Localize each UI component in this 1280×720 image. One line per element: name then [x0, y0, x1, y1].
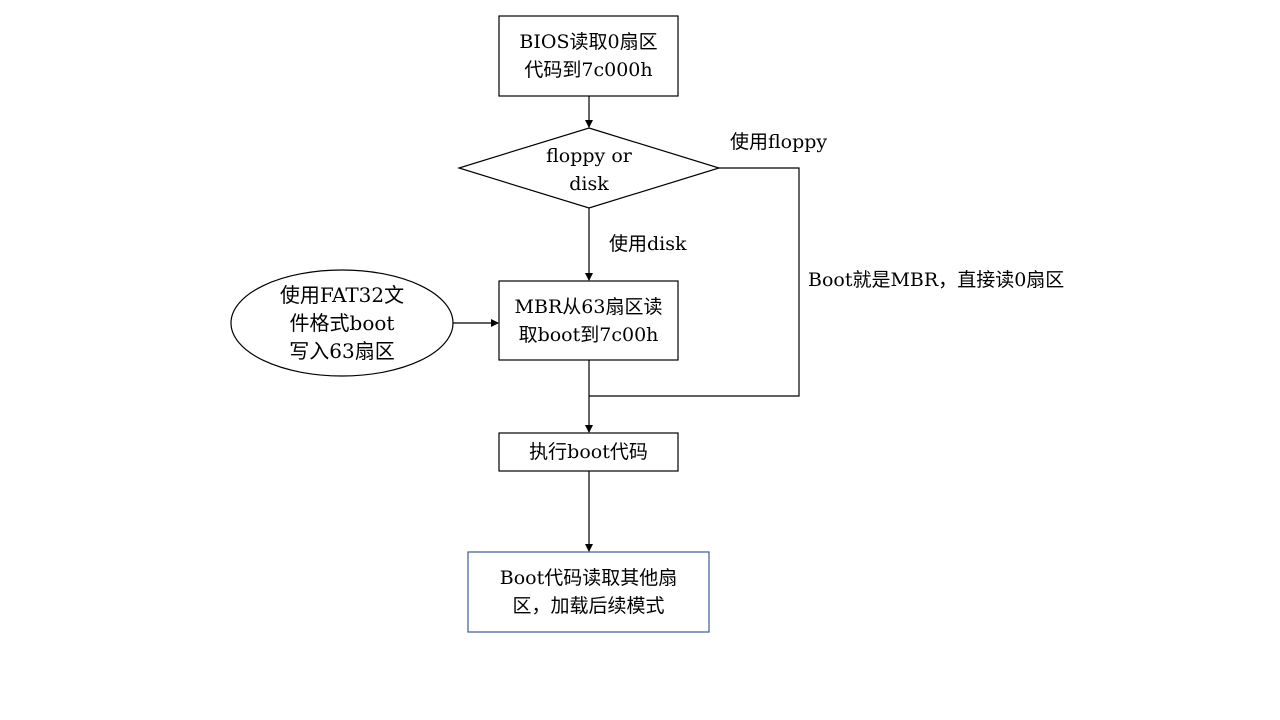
bios-read-label: BIOS读取0扇区 代码到7c000h	[519, 31, 658, 81]
fat32-write-label: 使用FAT32文 件格式boot 写入63扇区	[279, 283, 405, 363]
mbr-read-box	[498, 280, 679, 361]
exec-boot-box	[498, 432, 679, 472]
boot-load-box	[467, 551, 710, 633]
bios-read-box	[498, 15, 679, 97]
mbr-read-label: MBR从63扇区读 取boot到7c00h	[514, 295, 663, 346]
boot-load-label: Boot代码读取其他扇 区，加载后续模式	[499, 567, 678, 617]
exec-boot-label: 执行boot代码	[529, 441, 648, 463]
use-floppy-label: 使用floppy	[730, 131, 828, 153]
connector-floppy-path	[589, 167, 800, 397]
floppy-or-disk-label: floppy or disk	[546, 145, 632, 195]
use-disk-label: 使用disk	[609, 233, 687, 255]
boot-is-mbr-label: Boot就是MBR，直接读0扇区	[808, 269, 1065, 291]
